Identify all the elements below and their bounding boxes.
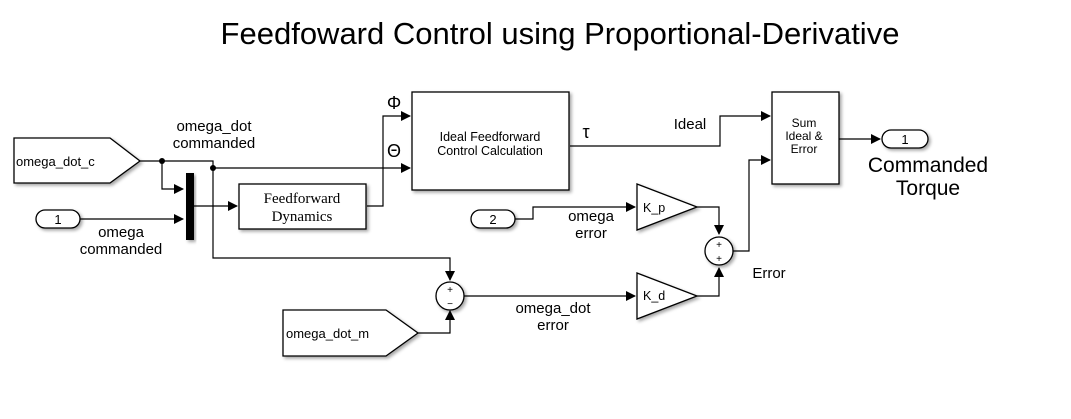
svg-text:+: + (716, 254, 722, 265)
label-omega-error: omega (568, 208, 615, 225)
svg-text:1: 1 (54, 212, 61, 227)
svg-text:Feedforward: Feedforward (264, 191, 341, 207)
label-error: Error (752, 265, 785, 282)
label-phi: Φ (387, 93, 401, 113)
wire-error (733, 155, 771, 252)
inport-1[interactable]: 1 (35, 209, 81, 229)
label-tau: τ (582, 122, 589, 142)
wire-omega-dot-c (140, 160, 214, 168)
svg-text:Control Calculation: Control Calculation (437, 144, 543, 158)
wire-to-error-sum (212, 168, 455, 281)
svg-text:Ideal &: Ideal & (785, 129, 822, 143)
svg-text:omega_dot_c: omega_dot_c (16, 154, 95, 169)
svg-text:+: + (447, 285, 453, 296)
label-omega-dot-error-2: error (537, 317, 569, 334)
gain-kp-block[interactable]: K_p (636, 183, 699, 231)
sum-ideal-error-block[interactable]: Sum Ideal & Error (771, 91, 840, 185)
wire-omega-dot-m (418, 310, 455, 334)
svg-text:omega_dot_m: omega_dot_m (286, 326, 369, 341)
wire-to-phi (367, 111, 411, 207)
svg-text:K_d: K_d (643, 289, 665, 303)
svg-text:Sum: Sum (792, 116, 817, 130)
svg-text:−: − (447, 299, 453, 310)
svg-text:Error: Error (791, 142, 818, 156)
sum-pd-block[interactable]: + + (704, 236, 734, 266)
inport-2[interactable]: 2 (470, 209, 516, 229)
label-omega-dot-error: omega_dot (515, 300, 591, 317)
wire-to-mux-1 (161, 161, 184, 194)
from-block-omega-dot-m[interactable]: omega_dot_m (282, 309, 420, 357)
label-commanded-torque: Commanded (868, 154, 988, 177)
svg-text:K_p: K_p (643, 201, 665, 215)
label-omega-dot-commanded: omega_dot (176, 118, 252, 135)
svg-text:2: 2 (489, 212, 496, 227)
label-omega-commanded-2: commanded (80, 241, 163, 258)
svg-text:1: 1 (901, 132, 908, 147)
gain-kd-block[interactable]: K_d (636, 272, 699, 320)
svg-text:Ideal Feedforward: Ideal Feedforward (440, 130, 541, 144)
mux-block[interactable] (186, 173, 194, 240)
ideal-feedforward-calculation-block[interactable]: Ideal Feedforward Control Calculation (411, 91, 570, 191)
wire-ideal (570, 111, 771, 147)
wire-kd-out (697, 267, 724, 297)
outport-1[interactable]: 1 (881, 129, 929, 149)
label-omega-commanded: omega (98, 224, 145, 241)
diagram-title: Feedfoward Control using Proportional-De… (221, 16, 900, 51)
from-block-omega-dot-c[interactable]: omega_dot_c (13, 137, 142, 184)
wire-kp-out (697, 206, 724, 235)
feedforward-dynamics-block[interactable]: Feedforward Dynamics (238, 183, 367, 230)
wire-omega-error (515, 202, 636, 220)
label-commanded-torque-2: Torque (896, 177, 960, 200)
sum-error-block[interactable]: + − (435, 281, 465, 311)
label-omega-dot-commanded-2: commanded (173, 135, 256, 152)
svg-text:+: + (716, 240, 722, 251)
svg-text:Dynamics: Dynamics (272, 209, 333, 225)
label-theta: Θ (387, 141, 401, 161)
label-ideal: Ideal (674, 116, 707, 133)
label-omega-error-2: error (575, 225, 607, 242)
